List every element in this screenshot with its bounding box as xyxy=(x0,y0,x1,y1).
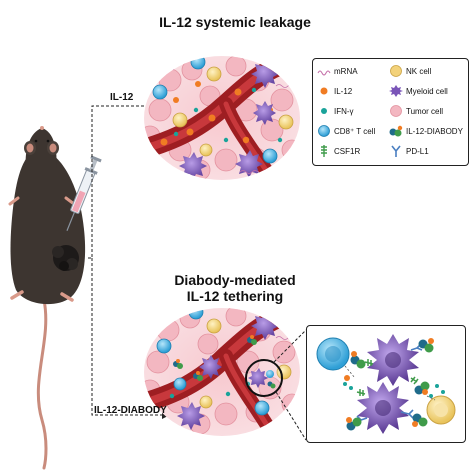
legend-label: CSF1R xyxy=(334,146,361,156)
inset-nk-cell xyxy=(426,395,456,425)
legend-item-diabody: IL-12-DIABODY xyxy=(389,125,463,137)
tumor-cell-icon xyxy=(390,105,402,117)
title-systemic-leakage: IL-12 systemic leakage xyxy=(159,14,311,30)
inset-t-cell xyxy=(316,337,350,371)
legend-label: Myeloid cell xyxy=(406,86,448,96)
legend-item-mrna: mRNA xyxy=(317,65,358,77)
legend-item-csf1r: CSF1R xyxy=(317,145,360,157)
legend-label: PD-L1 xyxy=(406,146,429,156)
legend-box: mRNA IL-12 IFN-γ CD8⁺ T cell CSF1R NK ce… xyxy=(312,58,469,166)
inset-myeloid-cell-lower xyxy=(357,382,409,434)
legend-item-ifn-gamma: IFN-γ xyxy=(317,105,354,117)
mrna-icon xyxy=(317,70,331,76)
tumor-tissue-top xyxy=(144,56,300,180)
inset-ifn-gamma xyxy=(343,382,445,398)
legend-item-t-cell: CD8⁺ T cell xyxy=(317,125,375,137)
mouse-illustration xyxy=(8,126,86,470)
legend-label: mRNA xyxy=(334,66,358,76)
zoom-highlight-circle xyxy=(245,359,283,397)
arrow-label-il12: IL-12 xyxy=(110,92,134,103)
il12-dot-icon xyxy=(320,87,328,95)
pdl1-receptor-icon xyxy=(391,145,401,157)
zoom-connector-lines xyxy=(273,329,307,441)
syringe-icon xyxy=(66,155,102,231)
inset-diabodies xyxy=(344,338,434,431)
arrow-label-il12-diabody: IL-12-DIABODY xyxy=(94,405,167,416)
legend-item-pd-l1: PD-L1 xyxy=(389,145,429,157)
legend-item-il12: IL-12 xyxy=(317,85,352,97)
t-cell-icon xyxy=(318,125,330,137)
legend-label: Tumor cell xyxy=(406,106,444,116)
nk-cell-icon xyxy=(390,65,402,77)
legend-item-myeloid: Myeloid cell xyxy=(389,85,448,97)
legend-label: IL-12 xyxy=(334,86,353,96)
inset-illustration xyxy=(316,334,456,434)
inset-interaction-lines xyxy=(344,365,436,401)
inset-myeloid-cell-upper xyxy=(367,334,419,386)
tumor-tissue-bottom xyxy=(144,308,300,436)
title-diabody-line1: Diabody-mediated xyxy=(174,272,296,288)
csf1r-receptor-icon xyxy=(321,145,327,157)
legend-label: IFN-γ xyxy=(334,106,354,116)
legend-label: IL-12-DIABODY xyxy=(406,126,463,136)
ifn-gamma-dot-icon xyxy=(321,108,327,114)
legend-label: NK cell xyxy=(406,66,432,76)
inset-csf1r-receptors xyxy=(356,359,419,396)
zoom-inset-box xyxy=(306,325,466,443)
legend-item-nk-cell: NK cell xyxy=(389,65,431,77)
diabody-icon xyxy=(389,125,403,137)
legend-label: CD8⁺ T cell xyxy=(334,126,376,136)
myeloid-cell-icon xyxy=(389,85,403,97)
flank-tumor xyxy=(52,245,79,271)
title-diabody-line2: IL-12 tethering xyxy=(186,288,284,304)
legend-item-tumor-cell: Tumor cell xyxy=(389,105,443,117)
